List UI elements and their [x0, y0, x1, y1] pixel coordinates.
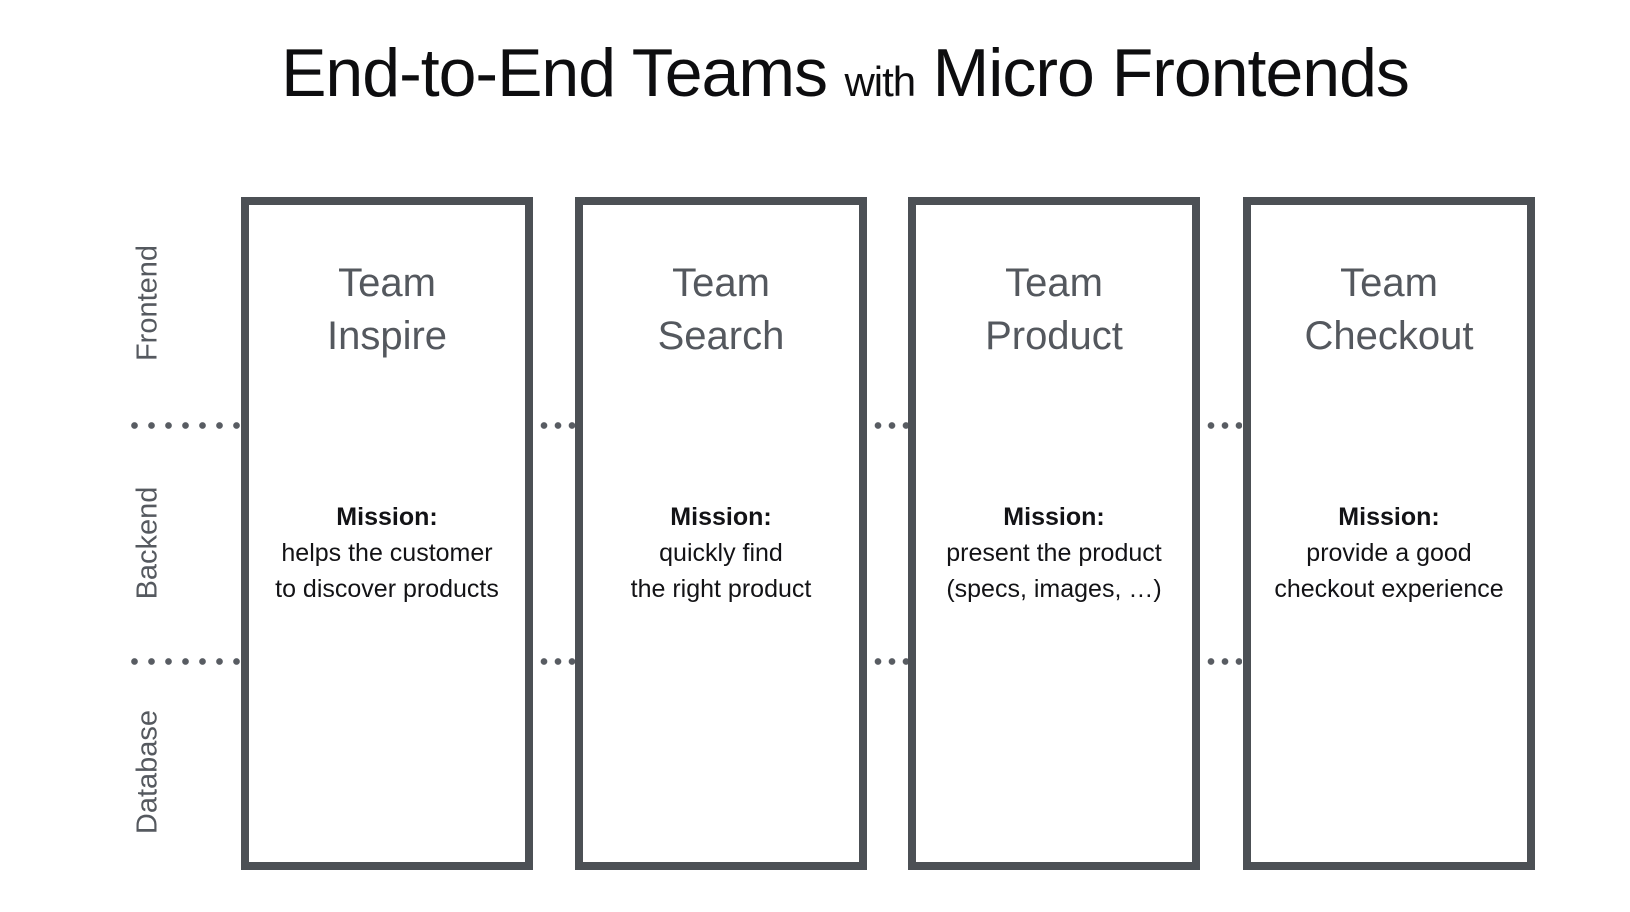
- team-name-line: Search: [657, 314, 785, 358]
- mission-line: present the product: [946, 539, 1162, 567]
- title-secondary-part: Micro Frontends: [932, 35, 1410, 111]
- backend-database-divider-gap-2: [868, 658, 909, 665]
- team-column-inspire: Team Inspire Mission: helps the customer…: [241, 197, 533, 870]
- team-name-line: Team: [1340, 261, 1438, 305]
- mission-label: Mission:: [1338, 503, 1440, 531]
- team-name-line: Team: [672, 261, 770, 305]
- team-name: Team Checkout: [1251, 257, 1527, 363]
- team-name: Team Inspire: [249, 257, 525, 363]
- mission-line: provide a good: [1306, 539, 1472, 567]
- title-connector: with: [844, 58, 916, 105]
- backend-database-divider-left: [125, 658, 242, 665]
- team-column-search: Team Search Mission: quickly find the ri…: [575, 197, 867, 870]
- team-name-line: Product: [985, 314, 1123, 358]
- team-name-line: Inspire: [326, 314, 448, 358]
- row-label-database: Database: [131, 709, 164, 835]
- mission-label: Mission:: [670, 503, 772, 531]
- row-label-frontend: Frontend: [131, 244, 164, 362]
- backend-database-divider-gap-1: [534, 658, 575, 665]
- mission-line: checkout experience: [1274, 575, 1504, 603]
- frontend-backend-divider-gap-2: [868, 422, 909, 429]
- mission-line: the right product: [630, 575, 812, 603]
- team-mission: Mission: helps the customer to discover …: [249, 499, 525, 607]
- team-column-checkout: Team Checkout Mission: provide a good ch…: [1243, 197, 1535, 870]
- mission-label: Mission:: [1003, 503, 1105, 531]
- backend-database-divider-gap-3: [1201, 658, 1242, 665]
- team-name-line: Checkout: [1304, 314, 1474, 358]
- row-label-backend: Backend: [131, 486, 164, 600]
- frontend-backend-divider-gap-3: [1201, 422, 1242, 429]
- mission-label: Mission:: [336, 503, 438, 531]
- team-mission: Mission: quickly find the right product: [583, 499, 859, 607]
- mission-line: to discover products: [275, 575, 499, 603]
- team-mission: Mission: present the product (specs, ima…: [916, 499, 1192, 607]
- mission-line: quickly find: [659, 539, 783, 567]
- team-name: Team Product: [916, 257, 1192, 363]
- team-name: Team Search: [583, 257, 859, 363]
- frontend-backend-divider-gap-1: [534, 422, 575, 429]
- team-column-product: Team Product Mission: present the produc…: [908, 197, 1200, 870]
- team-name-line: Team: [338, 261, 436, 305]
- team-mission: Mission: provide a good checkout experie…: [1251, 499, 1527, 607]
- frontend-backend-divider-left: [125, 422, 242, 429]
- mission-line: (specs, images, …): [946, 575, 1162, 603]
- mission-line: helps the customer: [281, 539, 493, 567]
- page-title: End-to-End Teams with Micro Frontends: [120, 36, 1570, 111]
- title-main-part: End-to-End Teams: [281, 35, 828, 111]
- team-name-line: Team: [1005, 261, 1103, 305]
